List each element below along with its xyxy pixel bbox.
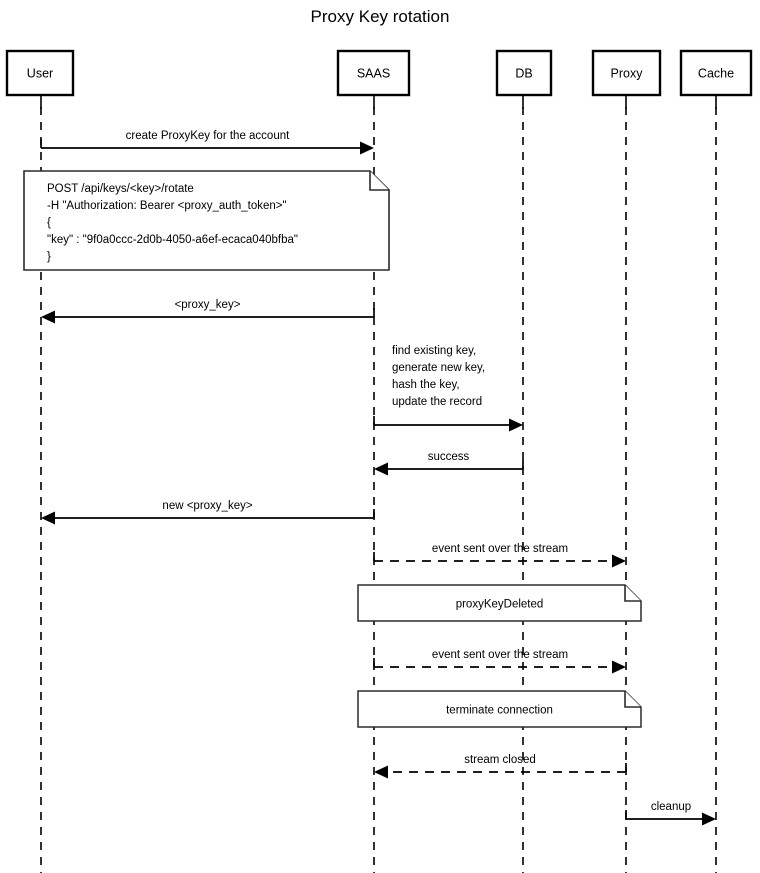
message-stream-closed: stream closed [374, 754, 627, 779]
note-body [23, 170, 390, 271]
event-box-label: terminate connection [446, 705, 553, 717]
self-note-line: hash the key, [392, 379, 460, 391]
arrowhead-event-stream-2 [612, 660, 626, 674]
message-saas-to-db-update [373, 416, 523, 432]
lifeline-label-user: User [27, 67, 53, 81]
event-box-terminate-connection-box: terminate connection [357, 690, 642, 728]
arrowhead-event-stream-1 [612, 554, 626, 568]
lifeline-label-db: DB [515, 67, 532, 81]
lifeline-head-user [5, 49, 75, 97]
note-line: "key" : "9f0a0ccc-2d0b-4050-a6ef-ecaca04… [47, 234, 298, 246]
self-note-saas-internal-steps: find existing key, generate new key, hash … [392, 345, 485, 408]
note-line: { [47, 217, 51, 229]
message-label-new-proxy-key: new <proxy_key> [162, 500, 252, 512]
self-note-line: find existing key, [392, 345, 476, 357]
arrowhead-create-proxykey [360, 141, 374, 155]
message-cleanup: cleanup [625, 801, 716, 826]
self-note-line: update the record [392, 396, 482, 408]
lifeline-cache: Cache [679, 49, 753, 873]
lifeline-proxy: Proxy [591, 49, 662, 873]
lifeline-head-saas [336, 49, 411, 97]
message-label-db-success: success [428, 451, 470, 463]
message-label-event-stream-1: event sent over the stream [432, 543, 568, 555]
lifeline-db: DB [495, 49, 553, 873]
arrowhead-db-success [374, 462, 388, 476]
message-label-stream-closed: stream closed [464, 754, 536, 766]
arrowhead-cleanup [702, 812, 716, 826]
note-line: -H "Authorization: Bearer <proxy_auth_to… [47, 200, 287, 212]
notes-layer: POST /api/keys/<key>/rotate -H "Authoriza… [23, 170, 390, 271]
lifeline-label-saas: SAAS [357, 67, 390, 81]
message-proxy-key-returned: <proxy_key> [41, 299, 375, 324]
message-label-proxy-key-returned: <proxy_key> [175, 299, 241, 311]
event-box-label: proxyKeyDeleted [456, 599, 544, 611]
lifelines-layer: User SAAS DB Proxy Cache [5, 49, 753, 873]
lifeline-label-cache: Cache [698, 67, 734, 81]
message-event-stream-1: event sent over the stream [373, 543, 626, 568]
message-db-success: success [374, 451, 524, 476]
note-fold-corner [369, 171, 389, 191]
message-label-event-stream-2: event sent over the stream [432, 649, 568, 661]
arrowhead-stream-closed [374, 765, 388, 779]
message-label-create-proxykey: create ProxyKey for the account [126, 130, 290, 142]
arrowhead-new-proxy-key [41, 511, 55, 525]
message-event-stream-2: event sent over the stream [373, 649, 626, 674]
self-note-layer: find existing key, generate new key, hash … [392, 345, 485, 408]
lifeline-head-db [495, 49, 553, 97]
self-note-line: generate new key, [392, 362, 485, 374]
note-line: } [47, 251, 51, 263]
page-title: Proxy Key rotation [311, 7, 450, 26]
arrowhead-proxy-key-returned [41, 310, 55, 324]
event-boxes-layer: proxyKeyDeleted terminate connection [357, 584, 642, 728]
note-rotate-request-note: POST /api/keys/<key>/rotate -H "Authoriza… [23, 170, 390, 271]
event-box-body [357, 584, 642, 622]
event-box-fold-corner [624, 691, 641, 708]
lifeline-user: User [5, 49, 75, 873]
lifeline-head-proxy [591, 49, 662, 97]
message-new-proxy-key: new <proxy_key> [41, 500, 375, 525]
event-box-proxy-key-deleted-box: proxyKeyDeleted [357, 584, 642, 622]
arrowhead-saas-to-db-update [509, 418, 523, 432]
event-box-fold-corner [624, 585, 641, 602]
note-line: POST /api/keys/<key>/rotate [47, 183, 194, 195]
message-create-proxykey: create ProxyKey for the account [40, 130, 374, 155]
event-box-body [357, 690, 642, 728]
lifeline-label-proxy: Proxy [611, 67, 644, 81]
message-label-cleanup: cleanup [651, 801, 691, 813]
messages-layer: create ProxyKey for the account <proxy_ke… [40, 130, 716, 826]
